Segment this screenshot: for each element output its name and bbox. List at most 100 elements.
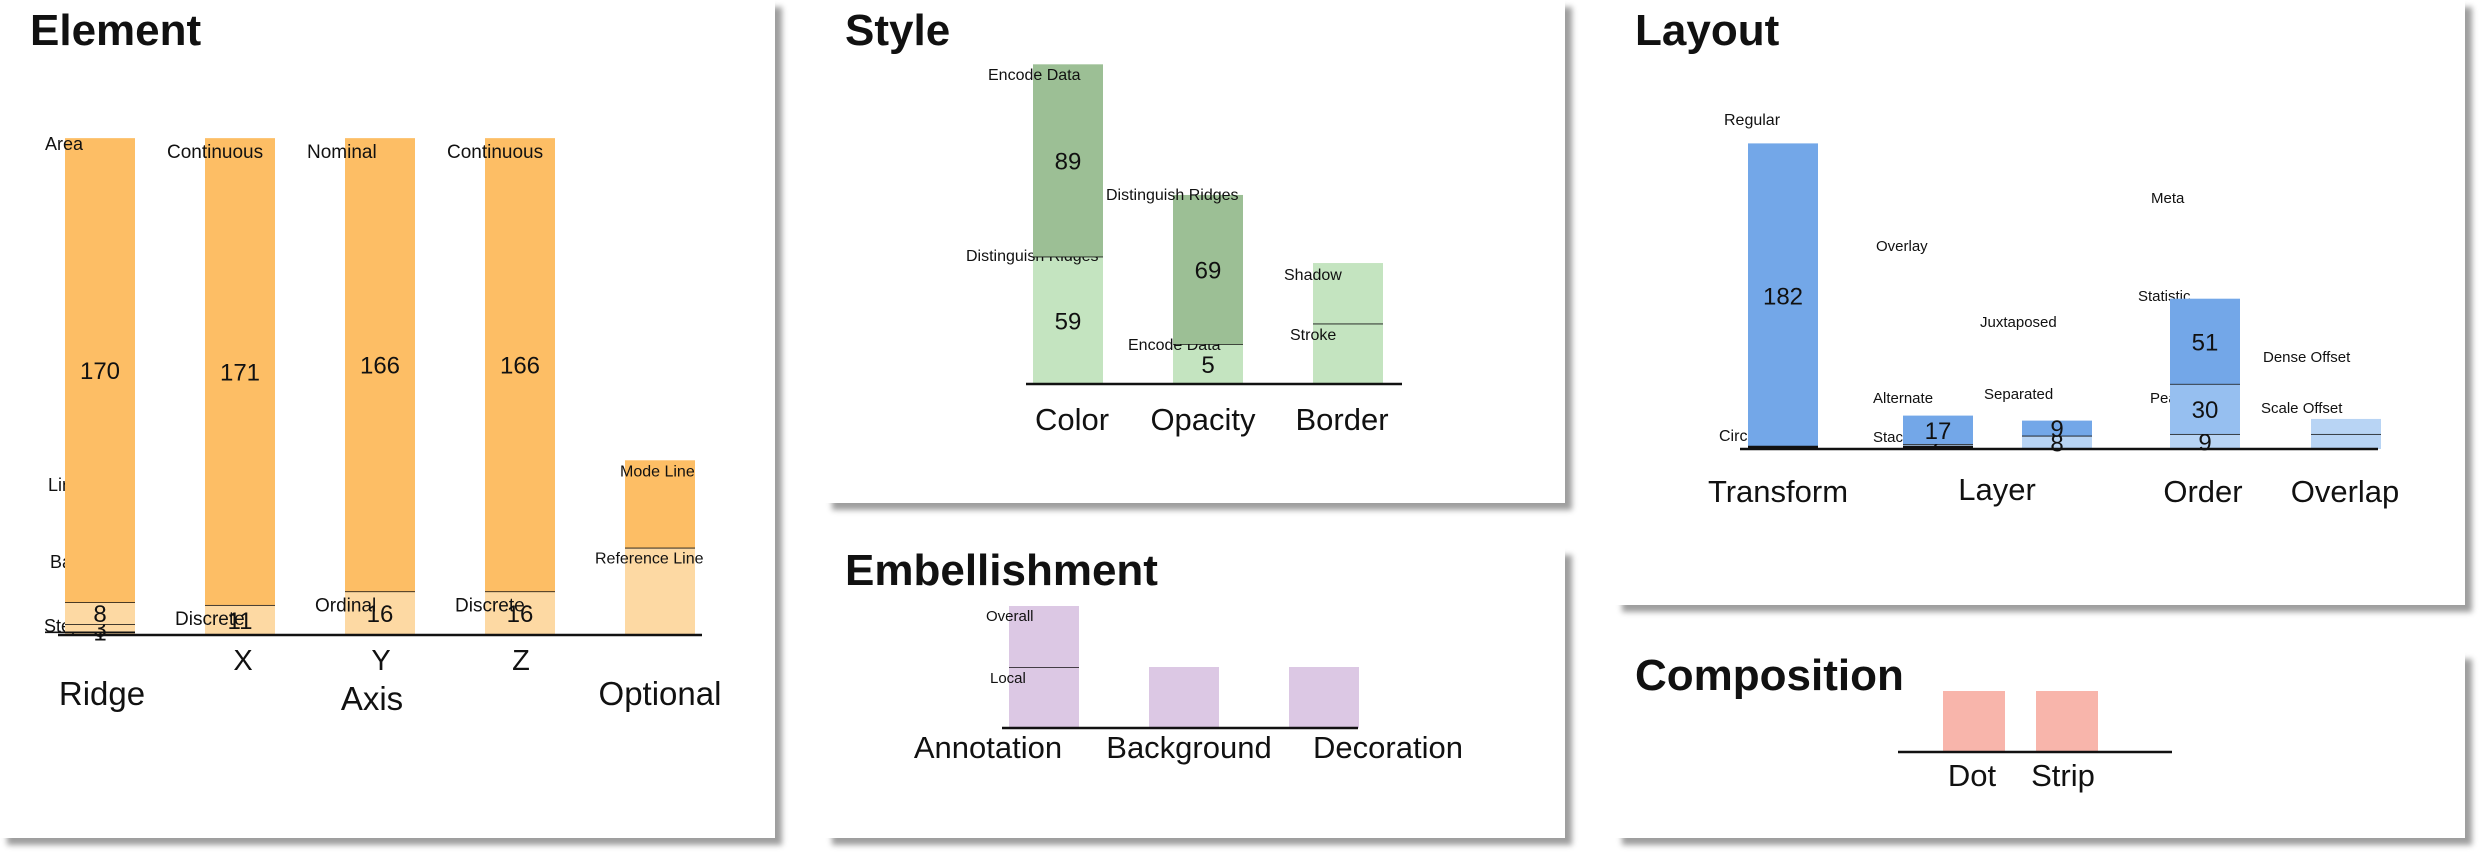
layout-bar-2-seg-1: [2022, 420, 2092, 436]
element-bar-4-seg-0: [625, 547, 695, 635]
element-bar-3-seg-0: [485, 591, 555, 635]
layout-label-2-1: Juxtaposed: [1980, 314, 2057, 331]
layout-bar-3-seg-2: [2170, 298, 2240, 384]
style-value-0-0: 59: [1055, 308, 1082, 335]
emb-cat-decoration: Decoration: [1313, 730, 1463, 765]
style-bar-2-seg-0: [1313, 323, 1383, 384]
element-label-0-3: Area: [45, 134, 84, 154]
element-label-1-1: Continuous: [167, 142, 263, 163]
layout-label-0-1: Regular: [1724, 112, 1781, 129]
layout-label-3-2: Meta: [2151, 190, 2185, 207]
element-bar-2-seg-1: [345, 138, 415, 592]
element-label-4-1: Mode Line: [620, 463, 695, 480]
layout-bar-0-seg-1: [1748, 143, 1818, 448]
layout-cat-overlap: Overlap: [2291, 474, 2400, 509]
layout-value-1-2: 17: [1925, 418, 1952, 445]
layout-bar-4-seg-1: [2311, 418, 2381, 434]
layout-label-1-2: Overlay: [1876, 238, 1928, 255]
element-label-3-1: Continuous: [447, 142, 543, 163]
element-cat-y: Y: [371, 645, 390, 677]
layout-cat-order: Order: [2163, 474, 2242, 509]
layout-label-4-1: Dense Offset: [2263, 349, 2351, 366]
emb-bar-1-seg-0: [1149, 667, 1219, 728]
emb-bar-2-seg-0: [1289, 667, 1359, 728]
element-group-ridge: Ridge: [59, 675, 145, 712]
comp-bar-1: [2036, 691, 2098, 752]
element-bar-4-seg-1: [625, 460, 695, 548]
element-group-optional: Optional: [599, 675, 722, 712]
element-label-4-0: Reference Line: [595, 551, 704, 568]
layout-value-2-1: 9: [2050, 416, 2063, 443]
layout-bar-3-seg-0: [2170, 433, 2240, 449]
element-value-1-1: 171: [220, 360, 260, 387]
element-bar-0-seg-0: [65, 632, 135, 635]
style-label-2-1: Shadow: [1284, 267, 1342, 284]
comp-cat-dot: Dot: [1948, 758, 1997, 793]
layout-label-4-0: Scale Offset: [2261, 400, 2343, 417]
panel-title-layout: Layout: [1635, 6, 1780, 55]
style-label-2-0: Stroke: [1290, 327, 1336, 344]
layout-label-1-1: Alternate: [1873, 390, 1933, 407]
comp-cat-strip: Strip: [2031, 758, 2095, 793]
marks-layer: 1Step3Bar8Line170Area11Discrete171Contin…: [44, 64, 2399, 793]
element-bar-1-seg-1: [205, 138, 275, 605]
layout-bar-3-seg-1: [2170, 383, 2240, 434]
style-label-1-1: Distinguish Ridges: [1106, 187, 1239, 204]
panel-layout: [1615, 0, 2465, 605]
element-label-3-0: Discrete: [455, 595, 525, 616]
panel-title-composition: Composition: [1635, 651, 1904, 700]
comp-bar-0: [1943, 691, 2005, 752]
layout-cat-layer: Layer: [1958, 472, 2036, 507]
element-value-2-0: 16: [367, 601, 394, 628]
layout-bar-1-seg-2: [1903, 415, 1973, 444]
element-bar-0-seg-3: [65, 138, 135, 603]
layout-value-0-1: 182: [1763, 283, 1803, 310]
element-cat-z: Z: [512, 645, 530, 677]
element-bar-3-seg-1: [485, 138, 555, 592]
emb-cat-annotation: Annotation: [914, 730, 1062, 765]
element-bar-1-seg-0: [205, 604, 275, 635]
layout-bar-1-seg-1: [1903, 443, 1973, 448]
style-bar-2-seg-1: [1313, 263, 1383, 324]
style-value-0-1: 89: [1055, 148, 1082, 175]
layout-value-3-1: 30: [2192, 397, 2219, 424]
style-bar-1-seg-1: [1173, 194, 1243, 344]
element-value-1-0: 11: [228, 608, 253, 635]
layout-value-3-2: 51: [2192, 329, 2219, 356]
element-value-3-1: 166: [500, 353, 540, 380]
style-cat-color: Color: [1035, 402, 1109, 437]
style-value-1-0: 5: [1201, 352, 1214, 379]
element-group-axis: Axis: [341, 680, 403, 717]
element-bar-0-seg-2: [65, 602, 135, 625]
style-bar-0-seg-0: [1033, 256, 1103, 384]
panel-title-embellishment: Embellishment: [845, 546, 1158, 595]
emb-cat-background: Background: [1106, 730, 1271, 765]
element-value-0-3: 170: [80, 358, 120, 385]
element-bar-2-seg-0: [345, 591, 415, 635]
layout-label-2-0: Separated: [1984, 386, 2053, 403]
layout-value-2-0: 8: [2050, 430, 2063, 457]
element-label-2-1: Nominal: [307, 142, 377, 163]
emb-bar-0-seg-0: [1009, 667, 1079, 728]
panel-title-style: Style: [845, 6, 950, 55]
style-cat-opacity: Opacity: [1150, 402, 1256, 437]
element-value-2-1: 166: [360, 353, 400, 380]
layout-cat-transform: Transform: [1708, 474, 1848, 509]
element-value-3-0: 16: [507, 601, 534, 628]
emb-label-0-0: Local: [990, 670, 1026, 687]
layout-bar-2-seg-0: [2022, 435, 2092, 449]
element-label-2-0: Ordinal: [315, 595, 376, 616]
style-label-0-1: Encode Data: [988, 67, 1081, 84]
style-value-1-1: 69: [1195, 257, 1222, 284]
style-bar-1-seg-0: [1173, 344, 1243, 384]
style-cat-border: Border: [1295, 402, 1388, 437]
panel-title-element: Element: [30, 6, 202, 55]
emb-label-0-1: Overall: [986, 608, 1034, 625]
layout-bar-4-seg-0: [2311, 433, 2381, 449]
element-value-0-2: 8: [93, 601, 106, 628]
element-label-1-0: Discrete: [175, 609, 245, 630]
style-bar-0-seg-1: [1033, 64, 1103, 257]
element-bar-0-seg-1: [65, 624, 135, 633]
